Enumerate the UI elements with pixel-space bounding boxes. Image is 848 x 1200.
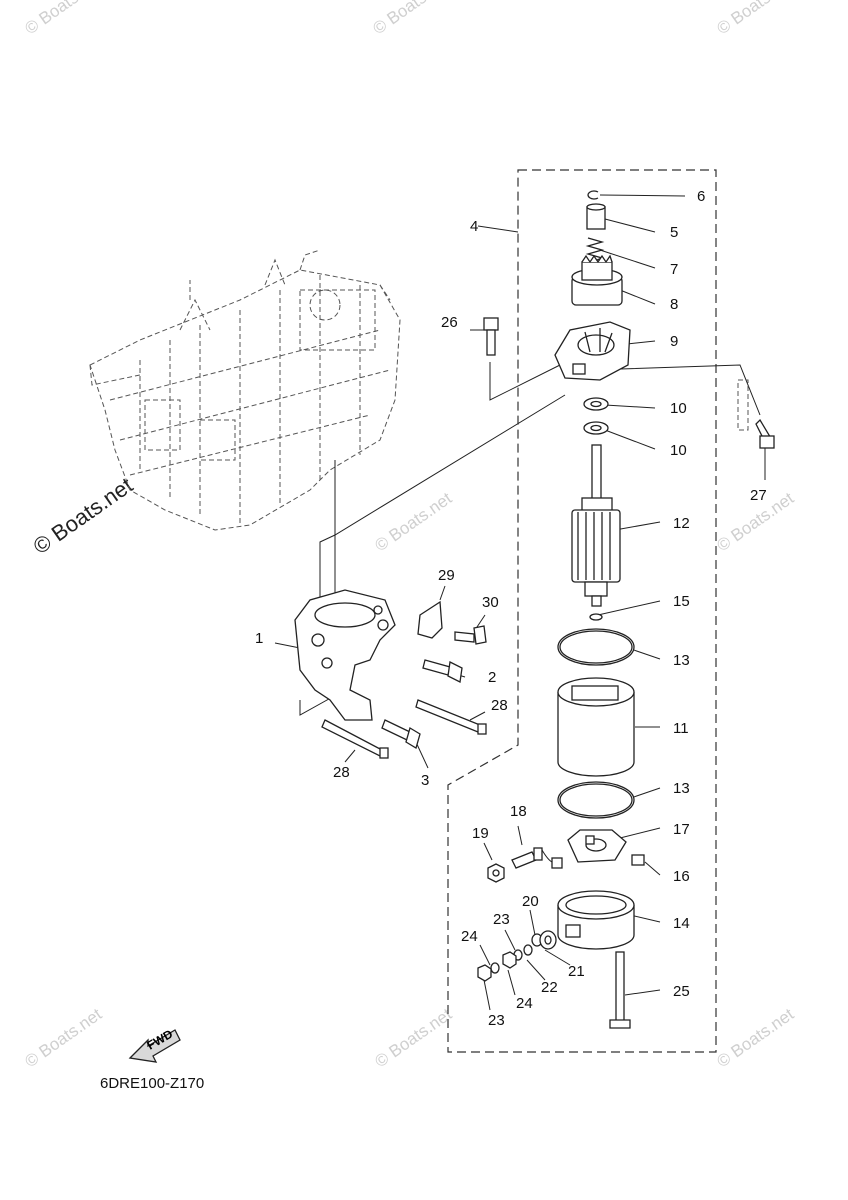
callout: 4 — [470, 218, 478, 235]
nut-part — [487, 863, 505, 883]
callout: 23 — [493, 911, 510, 928]
callout: 11 — [673, 720, 689, 737]
callout-numbers: 4 6 5 7 8 9 10 10 12 15 13 11 13 17 16 1… — [255, 188, 767, 1029]
callout: 13 — [673, 780, 690, 797]
starter-assembly-frame — [447, 169, 717, 1053]
brush-part — [631, 854, 645, 866]
callout: 2 — [488, 669, 496, 686]
watermark: © Boats.net — [21, 1004, 105, 1071]
callout: 21 — [568, 963, 585, 980]
bolt-part — [381, 719, 421, 749]
grommet-part — [539, 930, 557, 950]
tie-wrap-part — [321, 719, 389, 759]
callout: 27 — [750, 487, 767, 504]
callout: 30 — [482, 594, 499, 611]
callout: 10 — [670, 400, 687, 417]
nut-part — [477, 964, 492, 982]
callout: 26 — [441, 314, 458, 331]
callout: 29 — [438, 567, 455, 584]
callout: 1 — [255, 630, 263, 647]
tie-wrap-part — [415, 699, 487, 735]
collar-part — [586, 203, 606, 230]
watermark: © Boats.net — [713, 1004, 797, 1071]
o-ring-part — [559, 630, 633, 664]
thrust-washer-part — [589, 613, 603, 621]
fwd-arrow-icon: FWD — [128, 1027, 181, 1063]
bolt-part — [483, 317, 499, 356]
watermark: © Boats.net — [371, 1004, 455, 1071]
callout: 24 — [516, 995, 533, 1012]
armature-part — [571, 444, 621, 607]
washer-part — [490, 962, 500, 974]
watermark: © Boats.net — [371, 488, 455, 555]
watermark: © Boats.net — [713, 0, 797, 38]
watermark: © Boats.net — [21, 0, 105, 38]
callout: 6 — [697, 188, 705, 205]
washer-part — [523, 944, 533, 956]
washer-part — [590, 400, 602, 408]
through-bolt-part — [609, 951, 631, 1029]
yoke-part — [557, 677, 635, 777]
front-bracket-part — [554, 321, 631, 381]
nut-part — [502, 951, 517, 969]
clamp-part — [417, 600, 443, 639]
callout: 25 — [673, 983, 690, 1000]
callout: 3 — [421, 772, 429, 789]
watermark: © Boats.net — [369, 0, 453, 38]
brush-holder-part — [567, 829, 627, 863]
callout: 16 — [673, 868, 690, 885]
callout: 28 — [333, 764, 350, 781]
bolt-part — [454, 625, 487, 645]
callout: 23 — [488, 1012, 505, 1029]
callout: 15 — [673, 593, 690, 610]
bracket-assembly — [294, 317, 775, 759]
rear-cover-part — [557, 890, 635, 950]
bolt-part — [422, 659, 463, 683]
washer-part — [590, 424, 602, 432]
callout: 18 — [510, 803, 527, 820]
callout: 28 — [491, 697, 508, 714]
callout: 13 — [673, 652, 690, 669]
starter-bracket-part — [294, 589, 396, 721]
callout: 14 — [673, 915, 690, 932]
callout: 5 — [670, 224, 678, 241]
callout: 7 — [670, 261, 678, 278]
o-ring-part — [559, 783, 633, 817]
lead-wire-part — [737, 379, 775, 449]
watermarks: © Boats.net © Boats.net © Boats.net © Bo… — [21, 0, 797, 1071]
callout: 22 — [541, 979, 558, 996]
screw-part — [511, 847, 563, 869]
callout: 12 — [673, 515, 690, 532]
circlip-part — [587, 190, 599, 200]
engine-block-illustration — [89, 249, 401, 531]
callout: 20 — [522, 893, 539, 910]
callout: 10 — [670, 442, 687, 459]
callout: 17 — [673, 821, 690, 838]
pinion-gear-part — [571, 254, 623, 306]
callout: 8 — [670, 296, 678, 313]
diagram-code: 6DRE100-Z170 — [100, 1075, 204, 1092]
callout: 24 — [461, 928, 478, 945]
watermark-main: © Boats.net — [29, 472, 138, 559]
callout: 19 — [472, 825, 489, 842]
callout: 9 — [670, 333, 678, 350]
starter-parts — [477, 190, 645, 1029]
